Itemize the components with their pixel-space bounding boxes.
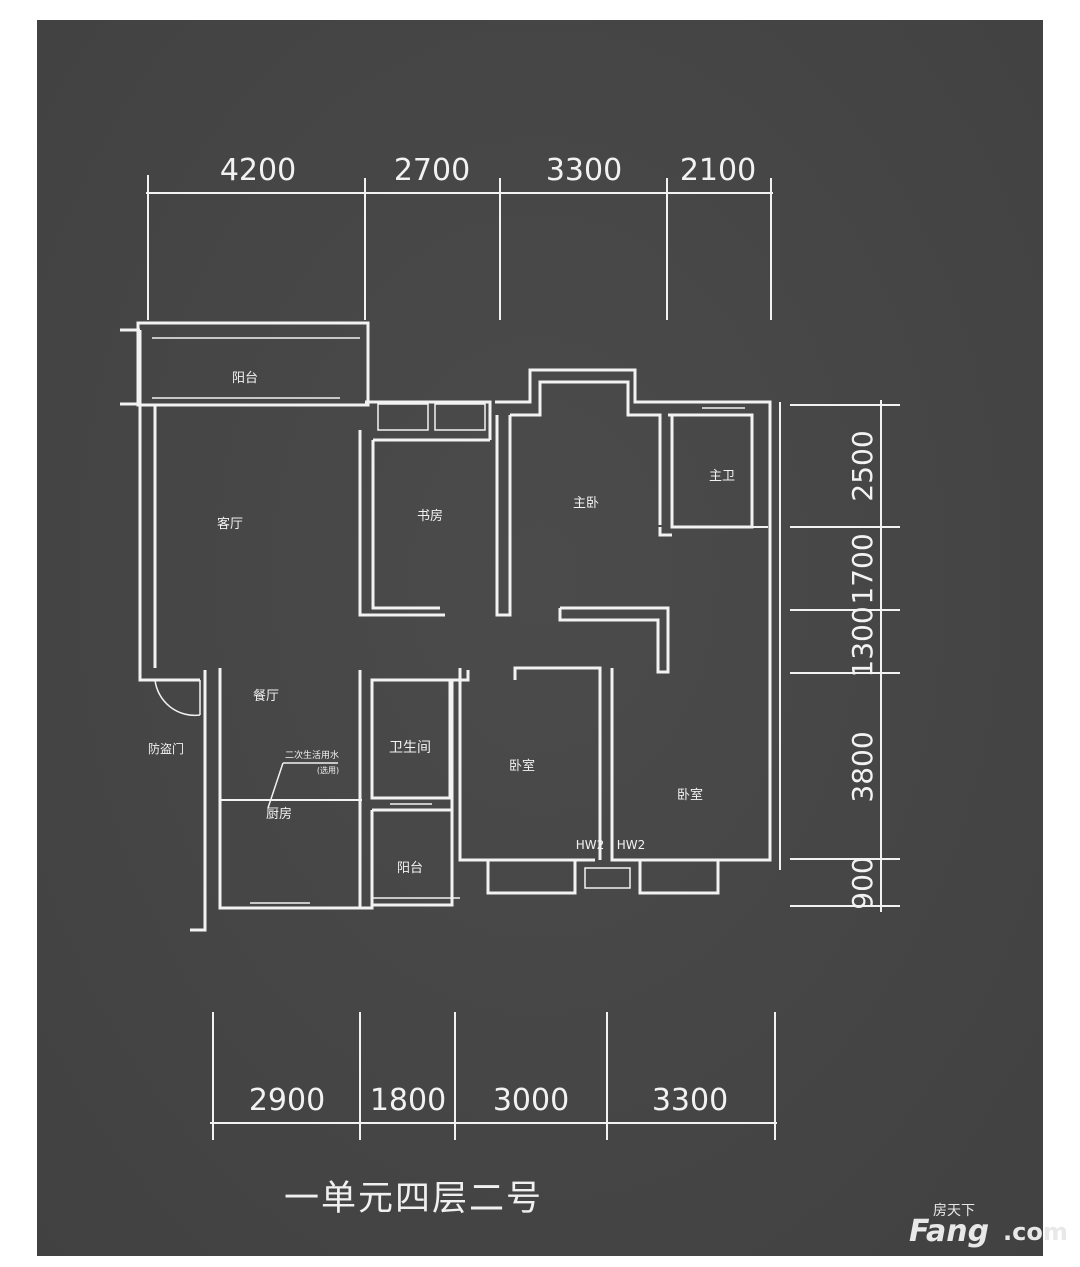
room-label-study: 书房 xyxy=(417,508,443,524)
kitchen-wall xyxy=(358,670,374,910)
room-label-dining-room: 餐厅 xyxy=(253,688,279,704)
room-label-master-bedroom: 主卧 xyxy=(573,496,599,511)
study-wall xyxy=(371,440,440,610)
label-entry-door: 防盗门 xyxy=(148,741,184,756)
bay-window xyxy=(638,860,720,895)
dining-wall xyxy=(190,670,207,932)
annotation-leader xyxy=(267,762,284,809)
dim-top-1: 4200 xyxy=(220,153,296,188)
room-label-bedroom-a: 卧室 xyxy=(509,758,535,774)
room-label-balcony-small: 阳台 xyxy=(397,861,423,876)
room-label-bedroom-b: 卧室 xyxy=(677,787,703,803)
brand-watermark: 房天下 Fang .com xyxy=(905,1200,1068,1256)
dim-right-1: 2500 xyxy=(846,430,879,501)
bathroom-outline xyxy=(370,678,452,800)
entry-door-arc xyxy=(154,679,201,717)
annotation-line2: (选用) xyxy=(317,765,339,775)
bedroom-b-wall xyxy=(610,668,770,862)
study-window xyxy=(434,403,486,431)
left-wall xyxy=(138,330,200,682)
corridor-partition xyxy=(558,606,670,674)
room-label-balcony-top: 阳台 xyxy=(232,371,258,386)
small-balcony-wall xyxy=(372,808,454,907)
study-wall xyxy=(358,430,445,617)
balcony-top-outline xyxy=(136,321,370,407)
dim-top-3: 3300 xyxy=(546,153,622,188)
watermark-suffix: .com xyxy=(1003,1218,1068,1246)
dim-right-2: 1700 xyxy=(846,533,879,604)
photo-background xyxy=(37,20,1043,1256)
dim-bottom-2: 1800 xyxy=(370,1083,446,1118)
dim-top-2: 2700 xyxy=(394,153,470,188)
dining-wall xyxy=(218,668,360,910)
room-label-kitchen: 厨房 xyxy=(266,806,292,822)
plan-caption: 一单元四层二号 xyxy=(284,1179,544,1219)
room-label-living-room: 客厅 xyxy=(217,516,243,532)
dim-bottom-4: 3300 xyxy=(652,1083,728,1118)
bedroom-a-wall xyxy=(458,668,595,862)
dim-bottom-3: 3000 xyxy=(493,1083,569,1118)
room-label-master-bath: 主卫 xyxy=(709,469,735,484)
master-wall xyxy=(495,415,512,617)
bedroom-a-wall xyxy=(450,670,470,810)
annotation-line1: 二次生活用水 xyxy=(285,749,339,761)
master-wall xyxy=(510,380,662,525)
watermark-cn: 房天下 xyxy=(933,1203,975,1219)
dim-right-3: 1300 xyxy=(846,606,879,677)
dim-top-4: 2100 xyxy=(680,153,756,188)
master-wall xyxy=(495,368,772,862)
study-wall xyxy=(365,400,492,440)
center-window xyxy=(584,867,631,889)
label-window-b: HW2 xyxy=(617,838,646,852)
room-label-bathroom: 卫生间 xyxy=(389,740,431,756)
master-bath-wall xyxy=(658,527,672,537)
bay-window xyxy=(486,860,577,895)
label-window-a: HW2 xyxy=(576,838,605,852)
dim-right-5: 900 xyxy=(846,856,879,909)
watermark-en: Fang xyxy=(909,1214,990,1249)
study-window xyxy=(377,403,429,431)
dim-right-4: 3800 xyxy=(846,731,879,802)
dim-bottom-1: 2900 xyxy=(249,1083,325,1118)
bedroom-a-wall xyxy=(513,666,602,860)
